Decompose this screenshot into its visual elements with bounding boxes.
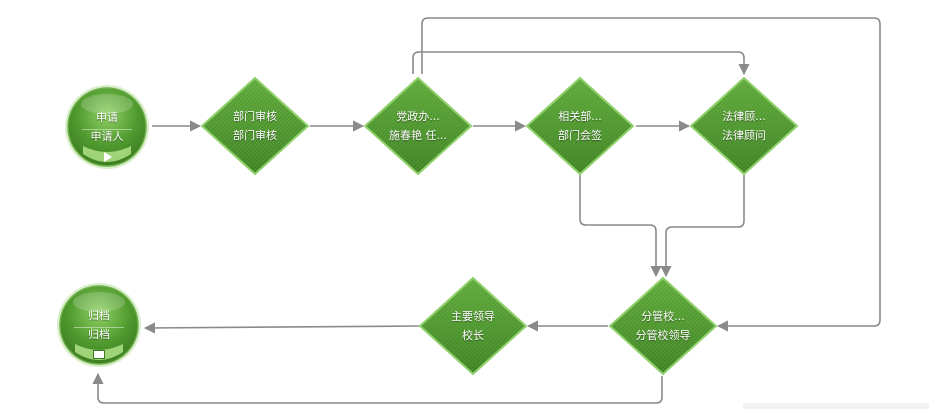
archive-node[interactable]: 归档 归档 xyxy=(54,282,144,372)
edge-branch-leader-to-archive-loop xyxy=(92,372,663,404)
edge-party-office-to-branch-leader xyxy=(421,17,881,332)
play-icon xyxy=(104,152,112,162)
related-dept-node[interactable]: 相关部... 部门会签 xyxy=(525,76,635,176)
edge-related-dept-to-branch-leader xyxy=(579,175,662,278)
legal-advisor-node[interactable]: 法律顾... 法律顾问 xyxy=(689,76,799,176)
edge-legal-advisor-to-branch-leader xyxy=(660,175,745,278)
stop-icon xyxy=(93,350,105,359)
edge-main-leader-to-archive xyxy=(143,322,421,334)
party-office-node[interactable]: 党政办... 施春艳 任... xyxy=(363,76,473,176)
edge-party-office-to-legal-advisor xyxy=(412,51,750,76)
main-leader-node[interactable]: 主要领导 校长 xyxy=(418,276,528,376)
start-node[interactable]: 申请 申请人 xyxy=(62,84,152,174)
dept-review-node[interactable]: 部门审核 部门审核 xyxy=(200,76,310,176)
branch-leader-node[interactable]: 分管校... 分管校领导 xyxy=(608,276,718,376)
bottom-scroll-strip xyxy=(743,403,929,409)
